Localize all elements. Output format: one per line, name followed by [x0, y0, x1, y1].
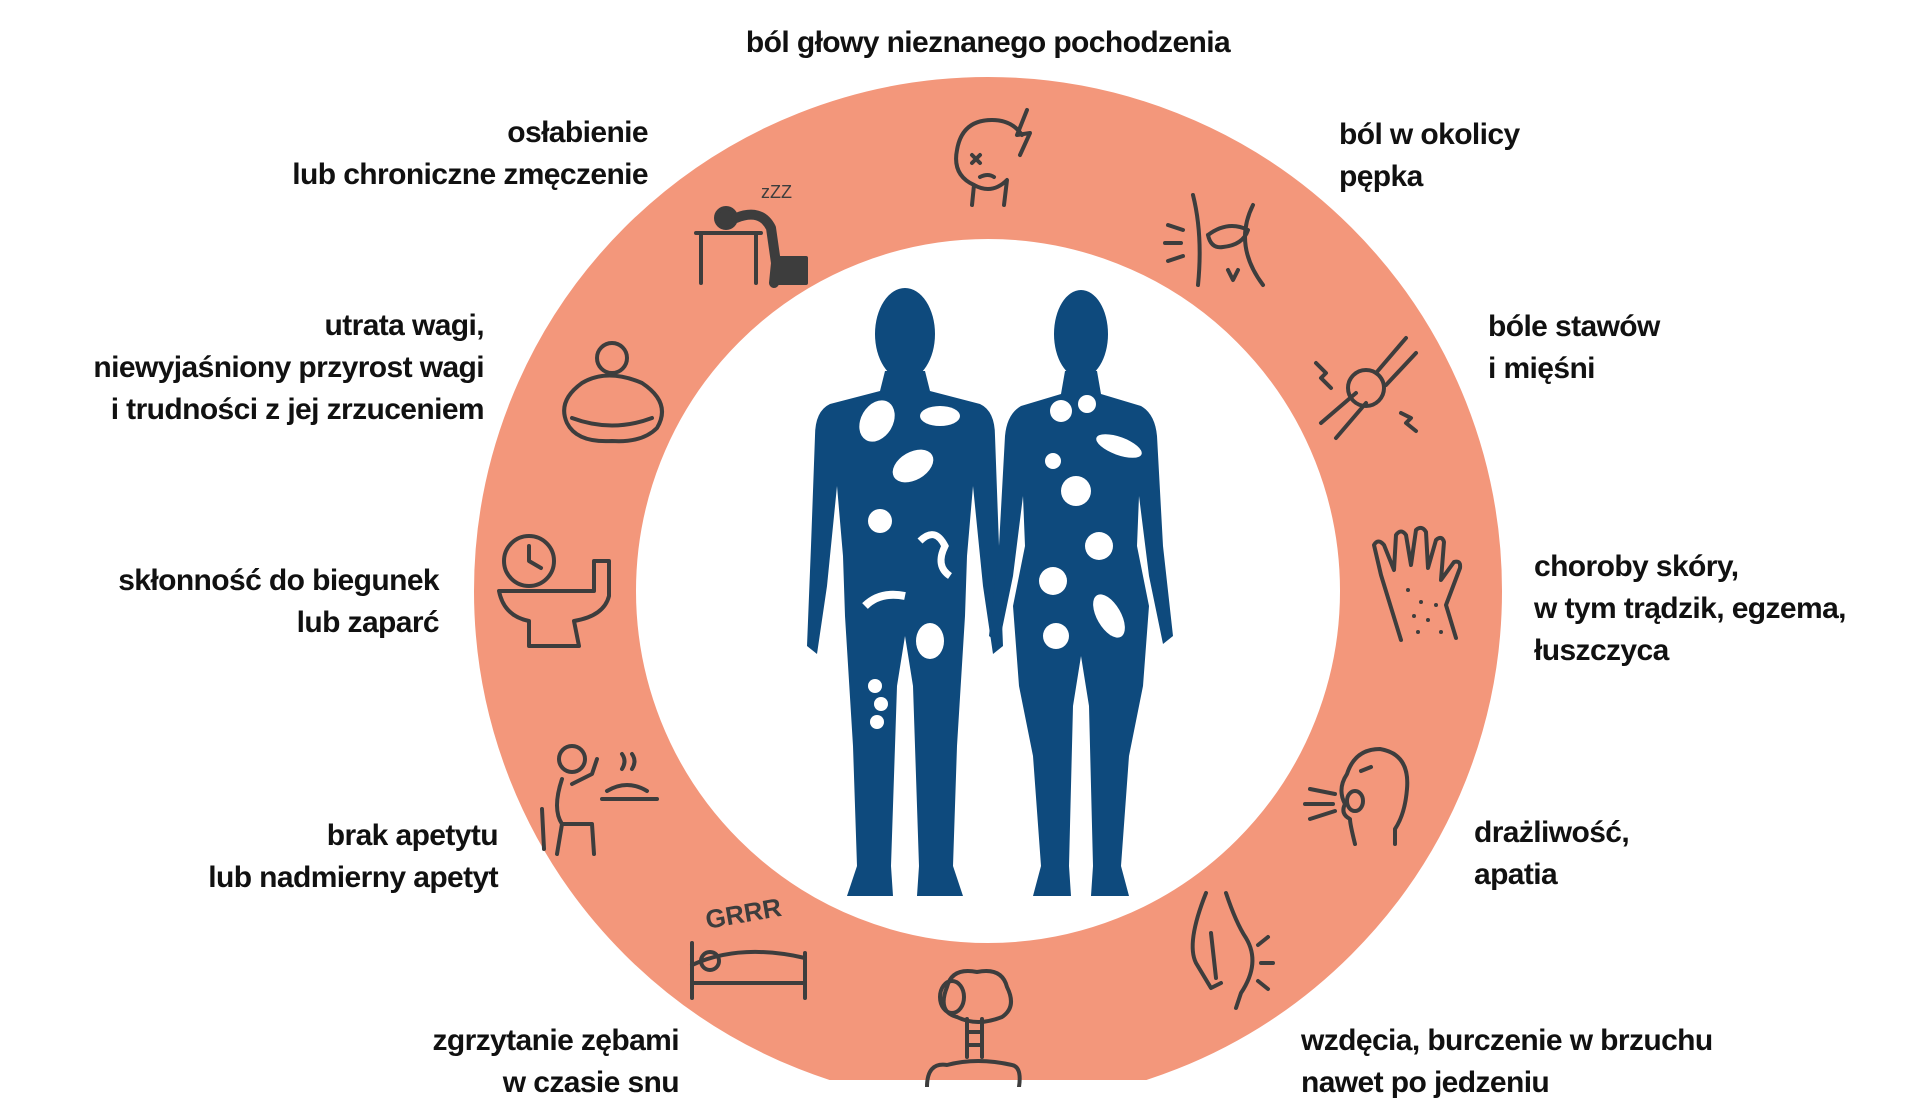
- belly-pain-icon: [1153, 175, 1283, 305]
- eating-icon: [532, 729, 662, 859]
- label-line: brak apetytu: [326, 819, 499, 852]
- label-bloating: wzdęcia, burczenie w brzuchu nawet po jed…: [1301, 1020, 1713, 1104]
- label-line: utrata wagi,: [324, 309, 485, 342]
- label-line: zgrzytanie zębami: [432, 1024, 679, 1057]
- label-appetite: brak apetytu lub nadmierny apetyt: [208, 815, 498, 899]
- female-body-silhouette: [989, 290, 1173, 896]
- skin-rash-hand-icon: [1356, 520, 1486, 650]
- label-joints: bóle stawów i mięśni: [1488, 306, 1660, 390]
- label-irritability: drażliwość, apatia: [1474, 812, 1630, 896]
- label-line: lub nadmierny apetyt: [208, 861, 498, 894]
- label-line: niewyjaśniony przyrost wagi: [93, 351, 484, 384]
- microbe-icons: [859, 400, 960, 729]
- label-skin: choroby skóry, w tym trądzik, egzema, łusz…: [1534, 546, 1847, 672]
- label-line: w tym trądzik, egzema,: [1534, 592, 1847, 625]
- tired-desk-icon: zZZ: [686, 163, 816, 293]
- label-line: skłonność do biegunek: [118, 564, 439, 597]
- label-line: apatia: [1474, 858, 1558, 891]
- label-line: i mięśni: [1488, 352, 1596, 385]
- counting-sheep-icon: [907, 957, 1037, 1089]
- label-fatigue: osłabienie lub chroniczne zmęczenie: [292, 112, 648, 196]
- label-bowel: skłonność do biegunek lub zaparć: [118, 560, 439, 644]
- label-headache: ból głowy nieznanego pochodzenia: [688, 22, 1288, 64]
- label-line: drażliwość,: [1474, 816, 1630, 849]
- overweight-icon: [547, 323, 677, 453]
- label-line: wzdęcia, burczenie w brzuchu: [1301, 1024, 1713, 1057]
- label-line: bóle stawów: [1488, 310, 1660, 343]
- headache-icon: [932, 95, 1062, 225]
- label-line: ból w okolicy: [1339, 118, 1520, 151]
- label-navel-pain: ból w okolicy pępka: [1339, 114, 1520, 198]
- label-line: w czasie snu: [502, 1066, 680, 1099]
- label-line: nawet po jedzeniu: [1301, 1066, 1550, 1099]
- teeth-grinding-sleep-icon: GRRR: [680, 883, 810, 1013]
- label-line: lub zaparć: [296, 606, 440, 639]
- shouting-face-icon: [1295, 729, 1425, 859]
- label-line: łuszczyca: [1534, 634, 1669, 667]
- label-line: osłabienie: [507, 116, 648, 149]
- label-weight: utrata wagi, niewyjaśniony przyrost wagi i…: [93, 305, 484, 431]
- label-grinding: zgrzytanie zębami w czasie snu: [432, 1020, 679, 1104]
- label-line: ból głowy nieznanego pochodzenia: [745, 26, 1231, 59]
- joint-pain-icon: [1301, 323, 1431, 453]
- svg-text:zZZ: zZZ: [761, 182, 792, 202]
- svg-text:GRRR: GRRR: [703, 892, 784, 935]
- male-body-silhouette: [807, 288, 1003, 896]
- label-line: choroby skóry,: [1534, 550, 1739, 583]
- bloated-stomach-icon: [1166, 883, 1296, 1013]
- label-line: lub chroniczne zmęczenie: [292, 158, 648, 191]
- label-line: pępka: [1339, 160, 1423, 193]
- toilet-clock-icon: [489, 526, 619, 656]
- label-line: i trudności z jej zrzuceniem: [110, 393, 485, 426]
